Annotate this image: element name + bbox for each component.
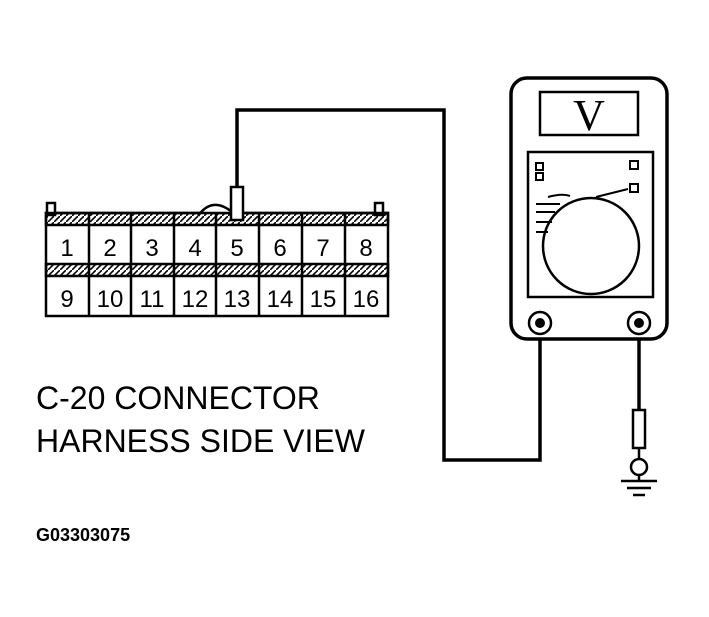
caption-view: HARNESS SIDE VIEW (36, 423, 366, 459)
probe-icon (229, 185, 245, 222)
pin-label-13: 13 (224, 286, 251, 313)
positive-test-lead (235, 108, 542, 462)
meter-negative-jack-center (634, 318, 644, 328)
pin-label-6: 6 (273, 235, 286, 262)
meter-switch-1[interactable] (535, 162, 544, 171)
ground-terminal (629, 457, 649, 477)
meter-switch-2[interactable] (535, 172, 544, 181)
pin-label-10: 10 (97, 286, 124, 313)
pin-label-14: 14 (267, 286, 294, 313)
pin-label-15: 15 (310, 286, 337, 313)
meter-display (538, 90, 640, 137)
meter-range-mark-1 (547, 193, 571, 198)
pin-label-2: 2 (103, 235, 116, 262)
pin-label-5: 5 (230, 235, 243, 262)
meter-indicator-1 (629, 160, 639, 170)
meter-rotary-selector[interactable] (541, 196, 641, 296)
meter-range-mark-6 (595, 188, 629, 198)
pin-label-9: 9 (60, 286, 73, 313)
ground-clip (631, 408, 647, 450)
meter-unit-symbol: V (573, 91, 605, 140)
caption-connector-name: C-20 CONNECTOR (36, 380, 320, 416)
pin-label-7: 7 (316, 235, 329, 262)
pin-label-3: 3 (145, 235, 158, 262)
meter-positive-jack-center (535, 318, 545, 328)
probe-tip (229, 185, 245, 222)
pin-label-8: 8 (359, 235, 372, 262)
voltmeter-icon: V (509, 76, 669, 341)
connector-pin-labels: 1 2 3 4 5 6 7 8 9 10 11 12 13 14 15 16 (60, 235, 379, 313)
pin-label-16: 16 (353, 286, 380, 313)
pin-label-1: 1 (60, 235, 73, 262)
meter-indicator-2 (629, 183, 639, 193)
pin-label-12: 12 (182, 286, 209, 313)
pin-label-11: 11 (140, 286, 165, 313)
pin-label-4: 4 (188, 235, 201, 262)
figure-id: G03303075 (36, 525, 130, 545)
connector-dividers (87, 213, 347, 316)
ground-icon (621, 408, 657, 497)
c20-connector (44, 201, 390, 318)
